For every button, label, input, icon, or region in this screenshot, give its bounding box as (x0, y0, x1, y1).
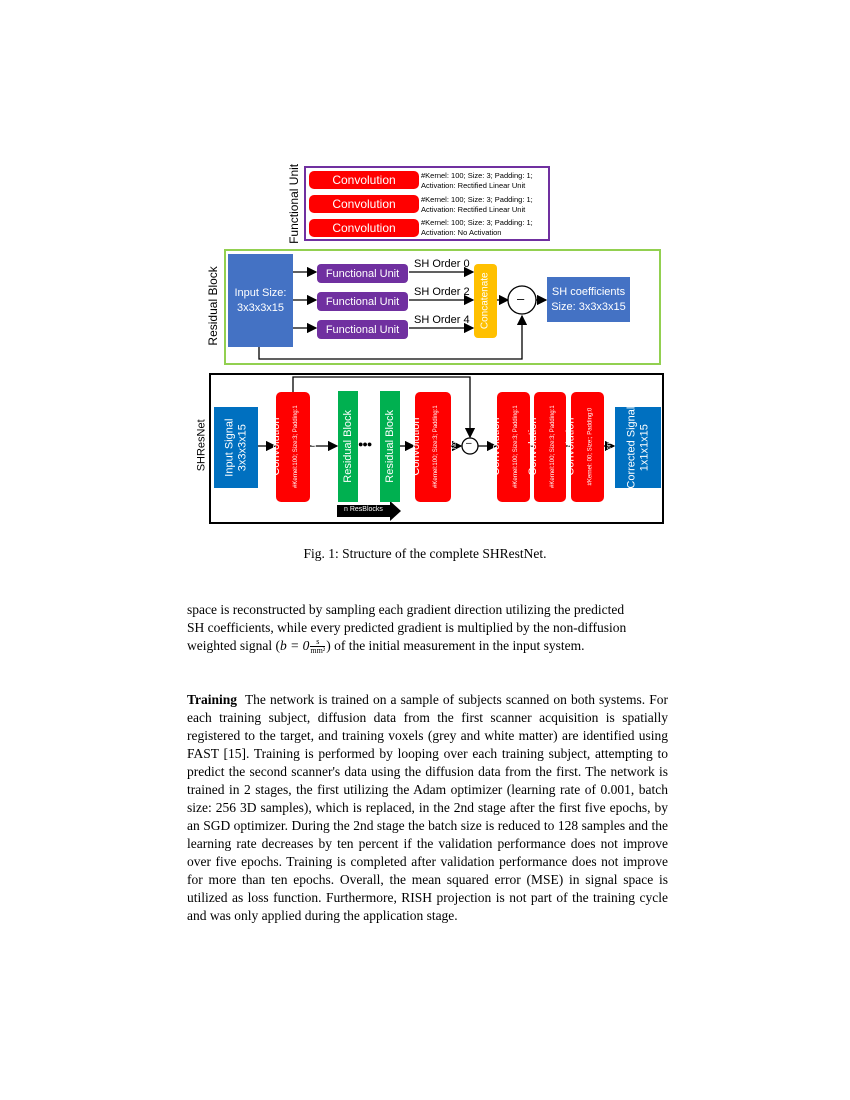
training-heading: Training (187, 692, 238, 707)
fu-convolution-3: Convolution (309, 219, 419, 237)
concatenate-block: Concatenate (474, 264, 497, 338)
rb-output-box: SH coefficients Size: 3x3x3x15 (547, 277, 630, 322)
residual-block-panel (224, 249, 661, 365)
figure-1: Functional Unit Convolution #Kernel: 100… (0, 0, 850, 540)
fu-convolution-1: Convolution (309, 171, 419, 189)
training-body: The network is trained on a sample of su… (187, 692, 668, 923)
sr-convolution-2: Convolution#Kernel:100; Size:3; Padding:… (409, 392, 457, 502)
rb-input-box: Input Size: 3x3x3x15 (228, 254, 293, 347)
sr-residual-block-2: Residual Block (380, 391, 400, 502)
functional-unit-panel (304, 166, 550, 241)
paragraph-reconstruction: space is reconstructed by sampling each … (187, 602, 627, 656)
shresnet-panel (209, 373, 664, 524)
sr-ellipsis: ●●● (358, 439, 372, 449)
sh-order-4-label: SH Order 4 (414, 314, 470, 326)
paragraph-training: Training The network is trained on a sam… (187, 691, 668, 925)
rb-functional-unit-3: Functional Unit (317, 320, 408, 339)
sr-minus-sign: – (466, 438, 472, 449)
shresnet-arrows (258, 376, 616, 521)
rb-functional-unit-1: Functional Unit (317, 264, 408, 283)
sr-convolution-4: Convolution#Kernel:100; Size:3; Padding:… (526, 392, 574, 502)
sr-convolution-3: Convolution#Kernel:100; Size:3; Padding:… (490, 392, 538, 502)
sr-convolution-1: Convolution#Kernel:100; Size:3; Padding:… (269, 392, 317, 502)
sr-residual-block-1: Residual Block (338, 391, 358, 502)
sh-order-0-label: SH Order 0 (414, 258, 470, 270)
rb-minus-sign: – (517, 291, 525, 306)
fu-conv-3-desc: #Kernel: 100; Size: 3; Padding: 1; Activ… (421, 218, 533, 237)
sh-order-2-label: SH Order 2 (414, 286, 470, 298)
n-resblocks-label: n ResBlocks (344, 506, 383, 513)
math-b-equals: b = 0 (279, 638, 310, 653)
figure-caption: Fig. 1: Structure of the complete SHRest… (303, 546, 547, 561)
fu-convolution-2: Convolution (309, 195, 419, 213)
fu-conv-2-desc: #Kernel: 100; Size: 3; Padding: 1; Activ… (421, 195, 533, 214)
fu-conv-1-desc: #Kernel: 100; Size: 3; Padding: 1; Activ… (421, 171, 533, 190)
residual-block-arrows (258, 266, 548, 360)
rb-functional-unit-2: Functional Unit (317, 292, 408, 311)
sr-convolution-5: Convolution#Kernel: 00; Size:; Padding:0… (564, 392, 612, 502)
